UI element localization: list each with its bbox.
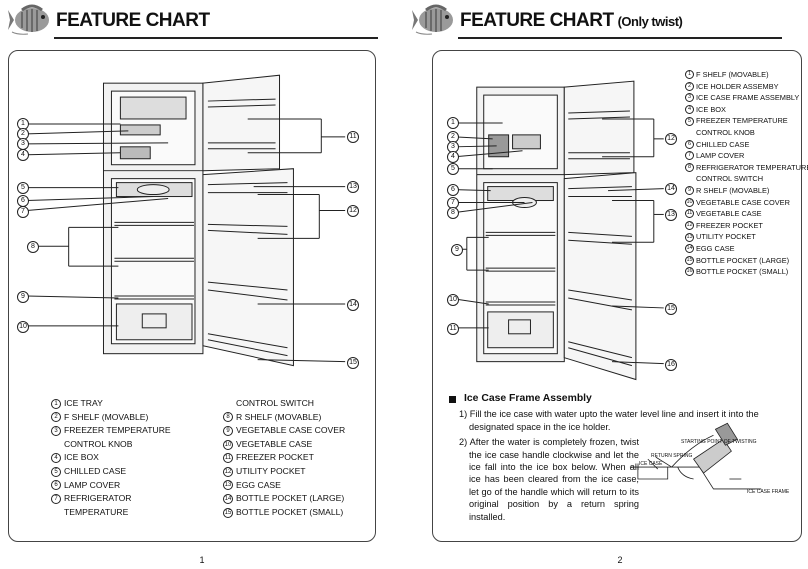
page-title: FEATURE CHART xyxy=(56,10,210,31)
bullet-square-icon xyxy=(449,395,456,403)
page-number: 2 xyxy=(617,555,623,565)
callout-14: 14 xyxy=(347,299,359,311)
page-title: FEATURE CHART(Only twist) xyxy=(460,10,683,31)
callout-15: 15 xyxy=(347,357,359,369)
callout-7: 7 xyxy=(17,206,29,218)
page-header: FEATURE CHART(Only twist) xyxy=(412,2,800,39)
callout-5: 5 xyxy=(447,163,459,175)
callout-4: 4 xyxy=(17,149,29,161)
page-subtitle: (Only twist) xyxy=(617,14,683,29)
callout-14: 14 xyxy=(665,183,677,195)
callout-15: 15 xyxy=(665,303,677,315)
refrigerator-diagram xyxy=(26,74,346,367)
callout-3: 3 xyxy=(447,141,459,153)
callout-11: 11 xyxy=(447,323,459,335)
callout-9: 9 xyxy=(451,244,463,256)
callout-12: 12 xyxy=(665,133,677,145)
ice-case-section: Ice Case Frame Assembly 1) Fill the ice … xyxy=(449,393,789,526)
instruction-step-1: 1) Fill the ice case with water upto the… xyxy=(459,409,759,432)
callout-10: 10 xyxy=(447,294,459,306)
callout-1: 1 xyxy=(447,117,459,129)
callout-9: 9 xyxy=(17,291,29,303)
legend-item-continuation: CONTROL KNOB xyxy=(696,127,755,137)
page-header: FEATURE CHART xyxy=(8,2,396,39)
legend-item-continuation: CONTROL SWITCH xyxy=(696,174,764,184)
callout-8: 8 xyxy=(27,241,39,253)
callout-13: 13 xyxy=(347,181,359,193)
callout-10: 10 xyxy=(17,321,29,333)
page-left: FEATURE CHART xyxy=(8,2,396,565)
section-heading: Ice Case Frame Assembly xyxy=(449,393,789,405)
diagram-label-frame: ICE CASE FRAME xyxy=(747,489,790,495)
page-right: FEATURE CHART(Only twist) xyxy=(404,0,808,569)
fish-logo-icon xyxy=(412,4,453,35)
title-rule xyxy=(54,37,378,39)
diagram-label-spring: RETURN SPRING xyxy=(651,453,693,459)
fish-logo-icon xyxy=(8,4,49,35)
refrigerator-diagram xyxy=(454,80,762,490)
callout-7: 7 xyxy=(447,197,459,209)
diagram-label-icecase: ICE CASE xyxy=(639,461,663,467)
diagram-label-start: STARTING POINT OF TWISTING xyxy=(681,439,757,445)
callout-8: 8 xyxy=(447,207,459,219)
callout-4: 4 xyxy=(447,151,459,163)
callout-16: 16 xyxy=(665,359,677,371)
title-rule xyxy=(458,37,782,39)
callout-13: 13 xyxy=(665,209,677,221)
diagram-panel: 1 2 3 4 5 6 7 8 9 10 11 12 13 14 15 16 1… xyxy=(432,50,808,542)
instruction-step-2: 2) After the water is completely frozen,… xyxy=(459,437,639,522)
callout-6: 6 xyxy=(447,184,459,196)
legend-item-continuation: CONTROL SWITCH xyxy=(236,398,314,408)
callout-5: 5 xyxy=(17,182,29,194)
legend-item-continuation: CONTROL KNOB xyxy=(64,438,133,449)
page-number: 1 xyxy=(199,555,205,565)
callout-12: 12 xyxy=(347,205,359,217)
callout-11: 11 xyxy=(347,131,359,143)
legend-item-continuation: TEMPERATURE xyxy=(64,506,129,517)
